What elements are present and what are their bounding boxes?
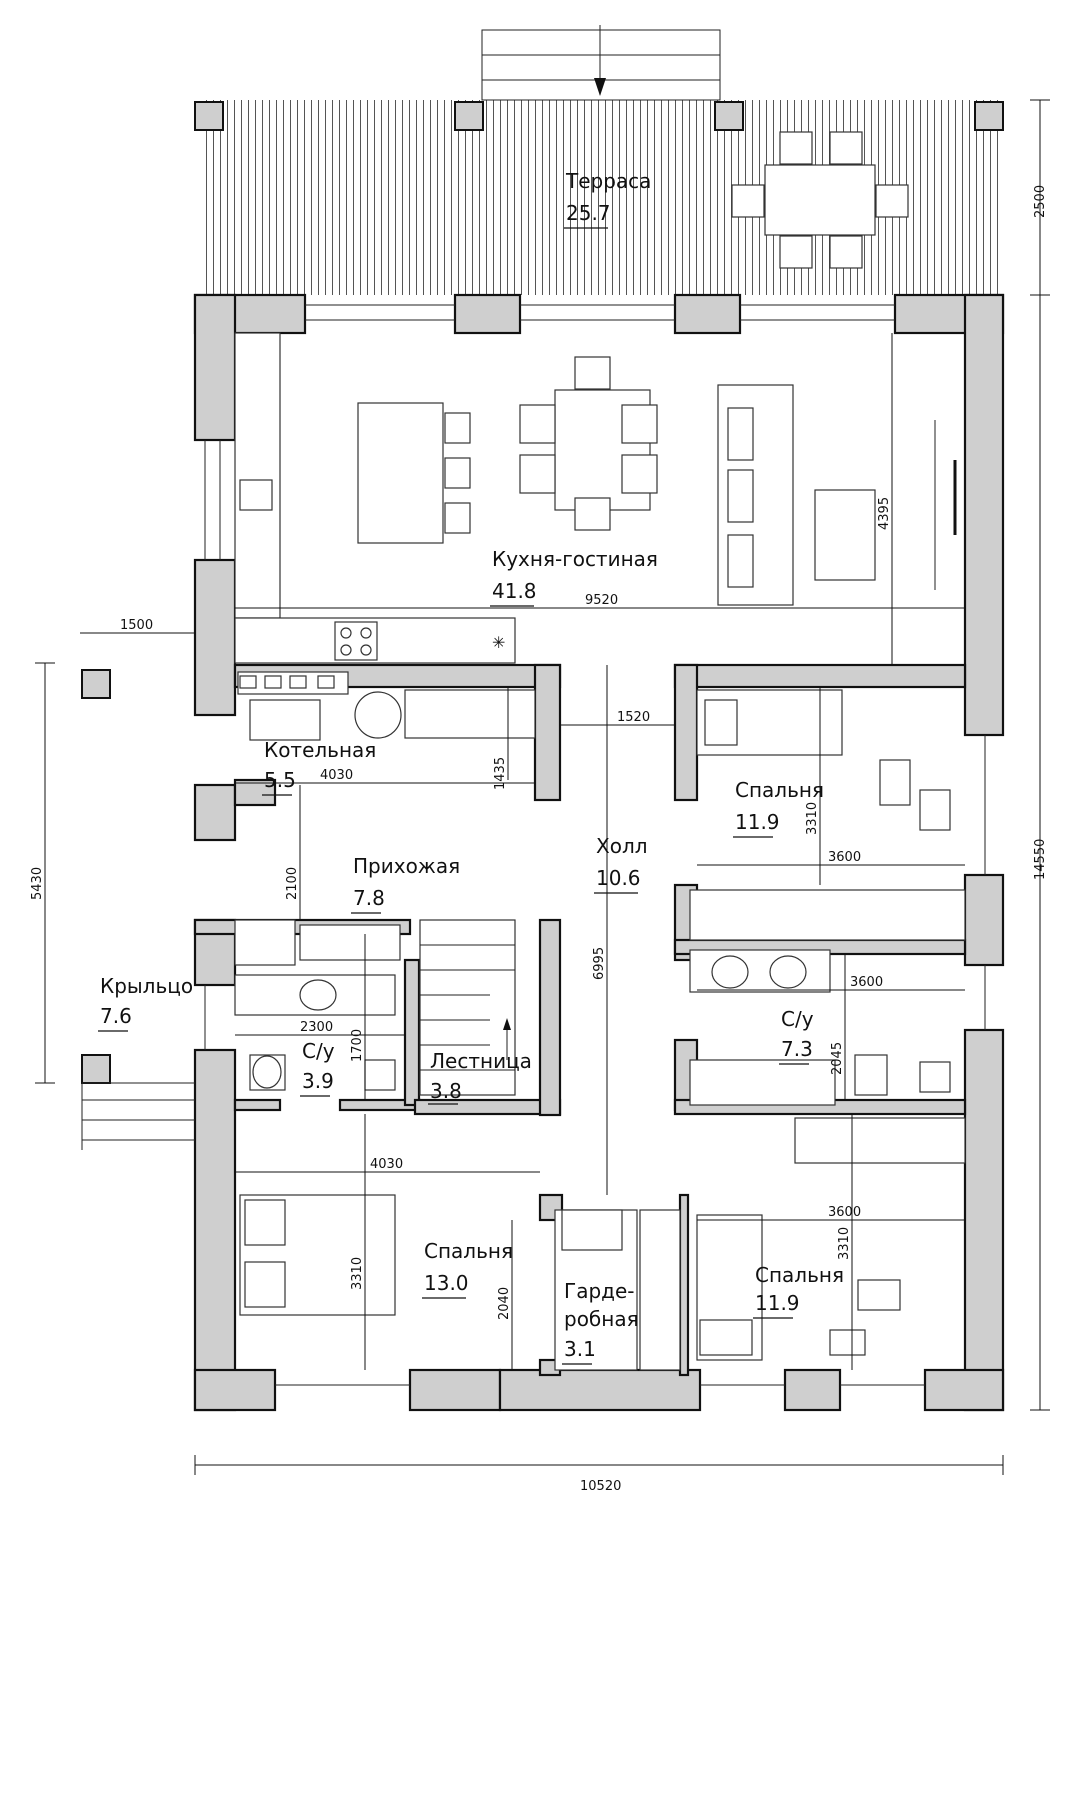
terrace-area bbox=[200, 25, 1000, 295]
coffee-table-icon bbox=[814, 489, 876, 581]
bedroom-furniture bbox=[239, 689, 951, 1361]
entry-arrow-icon bbox=[594, 78, 606, 96]
terrace-dining-table bbox=[731, 131, 909, 269]
dim-10520: 10520 bbox=[580, 1479, 621, 1494]
svg-text:3.9: 3.9 bbox=[302, 1069, 334, 1093]
room-label-entry: Прихожая 7.8 bbox=[351, 854, 460, 914]
svg-text:Терраса: Терраса bbox=[565, 169, 651, 193]
room-label-kitchen-living: Кухня-гостиная 41.8 bbox=[490, 547, 658, 607]
boiler-room-furniture bbox=[237, 671, 536, 741]
dim-3310-bed2: 3310 bbox=[350, 1257, 365, 1290]
sink-icon bbox=[239, 479, 273, 511]
dim-3600-wc2: 3600 bbox=[850, 975, 883, 990]
svg-text:Котельная: Котельная bbox=[264, 738, 376, 762]
dim-5430: 5430 bbox=[30, 867, 45, 900]
room-label-bedroom-1: Спальня 11.9 bbox=[733, 778, 824, 838]
toilet-icon bbox=[854, 1054, 888, 1096]
svg-text:3.1: 3.1 bbox=[564, 1337, 596, 1361]
toilet-icon bbox=[252, 1055, 282, 1089]
room-label-bedroom-2: Спальня 13.0 bbox=[422, 1239, 513, 1299]
svg-text:25.7: 25.7 bbox=[566, 201, 611, 225]
stairs-arrow-icon bbox=[503, 1018, 511, 1030]
svg-text:робная: робная bbox=[564, 1307, 639, 1331]
dim-2100: 2100 bbox=[285, 867, 300, 900]
dim-1700: 1700 bbox=[350, 1029, 365, 1062]
porch bbox=[81, 669, 195, 1150]
dimension-labels: 2500 14550 4395 9520 1500 5430 1520 4030… bbox=[30, 185, 1048, 1494]
svg-text:13.0: 13.0 bbox=[424, 1271, 469, 1295]
dim-2300: 2300 bbox=[300, 1020, 333, 1035]
terrace-columns bbox=[194, 101, 1004, 131]
dim-3600-bed3: 3600 bbox=[828, 1205, 861, 1220]
svg-text:Лестница: Лестница bbox=[430, 1049, 532, 1073]
svg-text:7.3: 7.3 bbox=[781, 1037, 813, 1061]
dim-1520: 1520 bbox=[617, 710, 650, 725]
svg-text:Спальня: Спальня bbox=[424, 1239, 513, 1263]
chair-icon bbox=[879, 759, 911, 806]
chair-icon bbox=[857, 1279, 901, 1311]
room-labels: Терраса 25.7 Кухня-гостиная 41.8 Котельн… bbox=[98, 169, 844, 1365]
svg-text:5.5: 5.5 bbox=[264, 768, 296, 792]
svg-text:41.8: 41.8 bbox=[492, 579, 537, 603]
room-label-terrace: Терраса 25.7 bbox=[564, 169, 651, 229]
room-label-wardrobe: Гарде- робная 3.1 bbox=[562, 1279, 639, 1365]
dim-9520: 9520 bbox=[585, 593, 618, 608]
svg-text:Холл: Холл bbox=[596, 834, 648, 858]
dim-2500: 2500 bbox=[1033, 185, 1048, 218]
sink-icon bbox=[299, 979, 337, 1011]
dim-4030-top: 4030 bbox=[320, 768, 353, 783]
svg-text:Прихожая: Прихожая bbox=[353, 854, 460, 878]
hall-furniture bbox=[234, 889, 966, 1371]
svg-text:✳: ✳ bbox=[492, 633, 505, 652]
svg-text:Кухня-гостиная: Кухня-гостиная bbox=[492, 547, 658, 571]
svg-text:С/у: С/у bbox=[781, 1007, 814, 1031]
dim-14550: 14550 bbox=[1033, 839, 1048, 880]
dim-4395: 4395 bbox=[877, 497, 892, 530]
dim-2045: 2045 bbox=[830, 1042, 845, 1075]
stairs bbox=[419, 919, 516, 1096]
dim-6995: 6995 bbox=[592, 947, 607, 980]
room-label-bedroom-3: Спальня 11.9 bbox=[753, 1263, 844, 1319]
boiler-icon bbox=[354, 691, 402, 739]
svg-text:Спальня: Спальня bbox=[755, 1263, 844, 1287]
svg-text:7.6: 7.6 bbox=[100, 1004, 132, 1028]
room-label-wc1: С/у 3.9 bbox=[300, 1039, 335, 1097]
dim-3310-bed1: 3310 bbox=[805, 802, 820, 835]
dim-3600-bed1: 3600 bbox=[828, 850, 861, 865]
svg-text:3.8: 3.8 bbox=[430, 1079, 462, 1103]
dim-1500: 1500 bbox=[120, 618, 153, 633]
room-label-wc2: С/у 7.3 bbox=[779, 1007, 814, 1065]
svg-text:10.6: 10.6 bbox=[596, 866, 641, 890]
dim-3310-bed3: 3310 bbox=[837, 1227, 852, 1260]
dimension-lines bbox=[35, 99, 1050, 1475]
bathroom-fixtures bbox=[234, 949, 951, 1106]
shower-icon bbox=[919, 1061, 951, 1093]
svg-text:Гарде-: Гарде- bbox=[564, 1279, 635, 1303]
sink-icon bbox=[769, 955, 807, 989]
room-label-hall: Холл 10.6 bbox=[594, 834, 648, 894]
dim-2040: 2040 bbox=[497, 1287, 512, 1320]
svg-text:Спальня: Спальня bbox=[735, 778, 824, 802]
kitchen-furniture: ✳ bbox=[234, 332, 957, 664]
svg-text:11.9: 11.9 bbox=[735, 810, 780, 834]
svg-text:Крыльцо: Крыльцо bbox=[100, 974, 193, 998]
room-label-porch: Крыльцо 7.6 bbox=[98, 974, 193, 1032]
svg-text:С/у: С/у bbox=[302, 1039, 335, 1063]
svg-text:7.8: 7.8 bbox=[353, 886, 385, 910]
stove-icon bbox=[334, 621, 378, 661]
room-label-stairs: Лестница 3.8 bbox=[428, 1049, 532, 1105]
svg-text:11.9: 11.9 bbox=[755, 1291, 800, 1315]
dim-4030-bed2: 4030 bbox=[370, 1157, 403, 1172]
shower-icon bbox=[364, 1059, 396, 1091]
sink-icon bbox=[711, 955, 749, 989]
dim-1435: 1435 bbox=[493, 757, 508, 790]
room-label-boiler: Котельная 5.5 bbox=[262, 738, 376, 796]
